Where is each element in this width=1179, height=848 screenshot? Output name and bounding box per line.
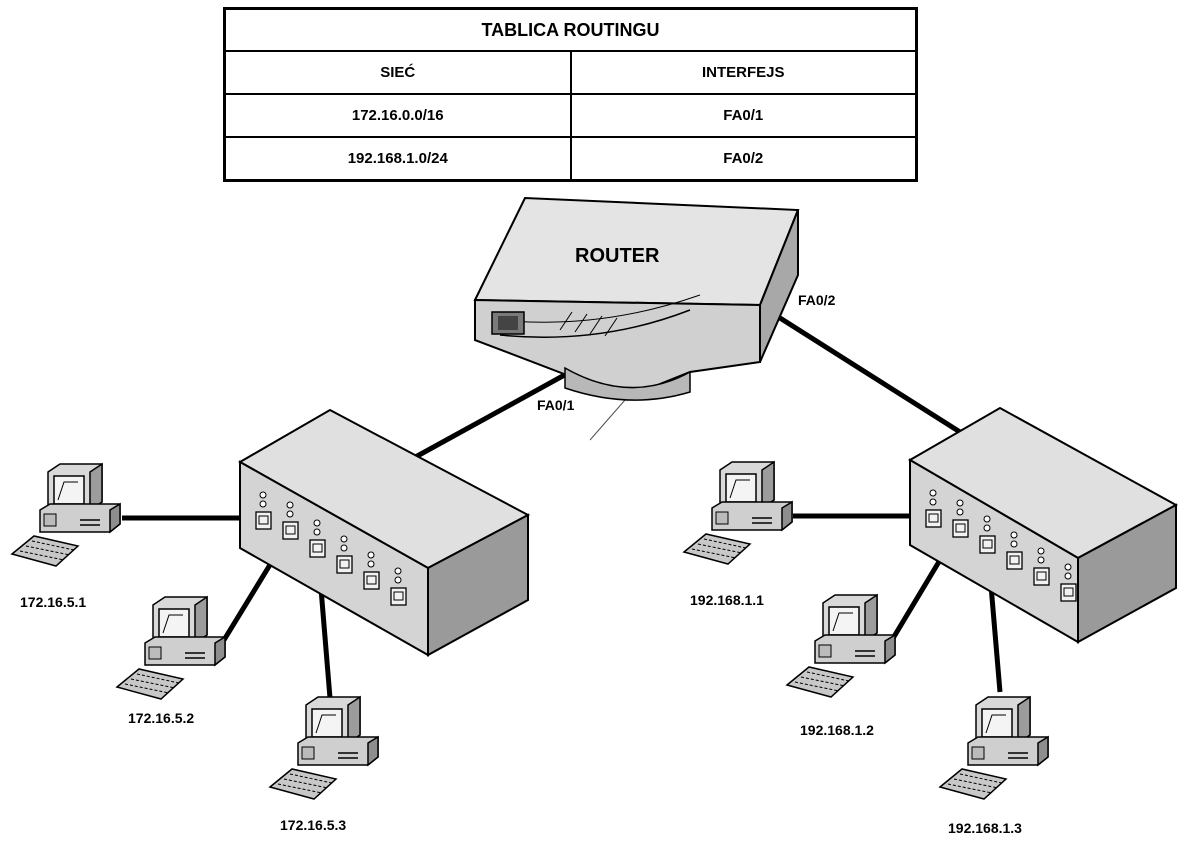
column-header-interface: INTERFEJS xyxy=(569,50,918,95)
router-icon xyxy=(473,196,800,401)
pc-icon xyxy=(939,696,1049,800)
table-row: 192.168.1.0/24 FA0/2 xyxy=(223,135,918,182)
interface-cell: FA0/2 xyxy=(569,135,918,182)
column-header-network: SIEĆ xyxy=(223,50,572,95)
routing-table-title: TABLICA ROUTINGU xyxy=(223,7,918,52)
table-row: 172.16.0.0/16 FA0/1 xyxy=(223,92,918,138)
router-label: ROUTER xyxy=(575,245,660,267)
pc-icon xyxy=(269,696,379,800)
host-label: 172.16.5.3 xyxy=(280,817,346,833)
host-label: 192.168.1.3 xyxy=(948,820,1022,836)
pc-icon xyxy=(786,594,896,698)
port-fa01-label: FA0/1 xyxy=(537,397,575,413)
switch-right-icon xyxy=(908,406,1179,644)
network-cell: 172.16.0.0/16 xyxy=(223,92,572,138)
pc-icon xyxy=(11,463,121,567)
pc-icon xyxy=(683,461,793,565)
network-cell: 192.168.1.0/24 xyxy=(223,135,572,182)
host-label: 192.168.1.2 xyxy=(800,722,874,738)
routing-table: TABLICA ROUTINGU SIEĆ INTERFEJS 172.16.0… xyxy=(223,7,918,182)
interface-cell: FA0/1 xyxy=(569,92,918,138)
port-fa02-label: FA0/2 xyxy=(798,292,836,308)
host-label: 192.168.1.1 xyxy=(690,592,764,608)
pc-icon xyxy=(116,596,226,700)
host-label: 172.16.5.2 xyxy=(128,710,194,726)
switch-left-icon xyxy=(237,408,531,657)
cables xyxy=(122,315,1003,699)
host-label: 172.16.5.1 xyxy=(20,594,86,610)
